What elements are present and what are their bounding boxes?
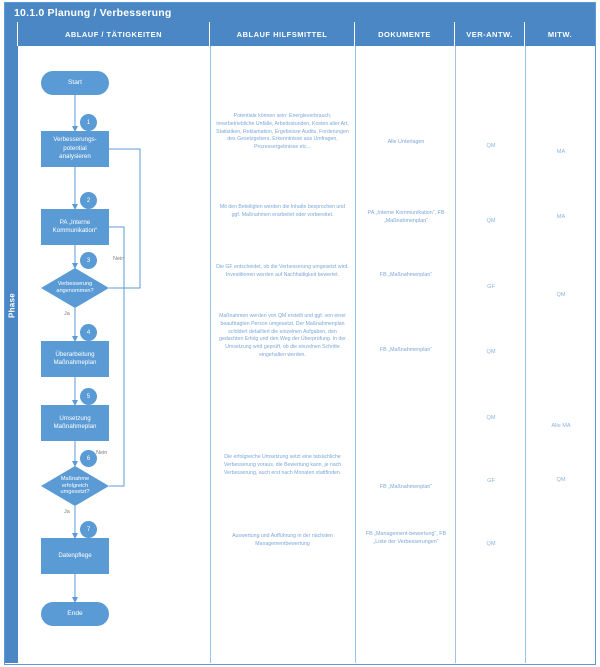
dokumente-row-3: FB „Maßnahmenplan“ xyxy=(379,272,433,278)
flow-connectors xyxy=(72,95,141,603)
page-title: 10.1.0 Planung / Verbesserung xyxy=(5,3,595,22)
flow-node-verbesserungspotential-analysieren: Verbesserungs- potential analysieren xyxy=(41,131,109,167)
hilfsmittel-row-4: Maßnahmen werden von QM erstellt und ggf… xyxy=(219,313,346,358)
step-badge-1: 1 xyxy=(80,114,97,131)
mitw-row-2: MA xyxy=(556,214,566,220)
column-divider-1 xyxy=(210,46,211,663)
dokumente-row-6: FB „Maßnahmenplan“ xyxy=(379,484,433,490)
dokumente-row-2: PA „Interne Kommunikation“, FB „Maßnahme… xyxy=(367,210,445,225)
flow-node-ende: Ende xyxy=(41,602,109,626)
header-verantw: VER-ANTW. xyxy=(455,22,525,46)
dokumente-row-1: Alle Unterlagen xyxy=(387,139,425,145)
column-divider-3 xyxy=(455,46,456,663)
column-header-row: ABLAUF / TÄTIGKEITEN ABLAUF HILFSMITTEL … xyxy=(5,22,595,46)
mitw-row-3: QM xyxy=(556,292,566,298)
flow-node-massnahme-erfolgreich-umgesetzt: Maßnahme erfolgreich umgesetzt? xyxy=(41,466,109,506)
phase-label: Phase xyxy=(7,292,17,319)
verantw-row-1: QM xyxy=(486,143,496,149)
hilfsmittel-row-3: Die GF entscheidet, ob die Verbesserung … xyxy=(216,264,349,278)
mitw-row-5: Alle MA xyxy=(551,423,571,429)
column-divider-4 xyxy=(525,46,526,663)
dokumente-row-7: FB „Management-bewertung“, FB „Liste der… xyxy=(365,531,447,546)
hilfsmittel-row-2: Mit den Beteiligten werden die Inhalte b… xyxy=(219,204,346,218)
decision-label-6: Maßnahme erfolgreich umgesetzt? xyxy=(60,475,90,496)
step-badge-6: 6 xyxy=(80,450,97,467)
step-badge-4: 4 xyxy=(80,324,97,341)
step-badge-3: 3 xyxy=(80,252,97,269)
verantw-row-6: GF xyxy=(487,478,495,484)
header-dokumente: DOKUMENTE xyxy=(355,22,455,46)
mitw-row-6: QM xyxy=(556,477,566,483)
verantw-row-5: QM xyxy=(486,415,496,421)
column-divider-2 xyxy=(355,46,356,663)
step-badge-2: 2 xyxy=(80,192,97,209)
flow-node-start: Start xyxy=(41,71,109,95)
hilfsmittel-row-1: Potentiale können sein: Energieverbrauch… xyxy=(216,113,349,151)
phase-strip: Phase xyxy=(5,46,18,663)
header-ablauf: ABLAUF / TÄTIGKEITEN xyxy=(18,22,210,46)
header-phase-spacer xyxy=(5,22,18,46)
hilfsmittel-row-6: Die erfolgreiche Umsetzung setzt eine ta… xyxy=(223,454,342,476)
verantw-row-4: QM xyxy=(486,349,496,355)
edge-label-ja-upper: Ja xyxy=(64,311,70,317)
decision-label-3: Verbesserung angenommen? xyxy=(56,281,94,294)
flow-node-datenpflege: Datenpflege xyxy=(41,538,109,574)
step-badge-7: 7 xyxy=(80,521,97,538)
diagram-body: Start 1 Verbesserungs- potential analysi… xyxy=(18,46,595,663)
flow-node-verbesserung-angenommen: Verbesserung angenommen? xyxy=(41,268,109,308)
verantw-row-7: QM xyxy=(486,541,496,547)
edge-label-ja-lower: Ja xyxy=(64,509,70,515)
header-hilfsmittel: ABLAUF HILFSMITTEL xyxy=(210,22,355,46)
verantw-row-3: GF xyxy=(487,284,495,290)
mitw-row-1: MA xyxy=(556,149,566,155)
header-mitw: MITW. xyxy=(547,29,573,39)
flow-column: Start 1 Verbesserungs- potential analysi… xyxy=(18,46,210,663)
hilfsmittel-row-7: Auswertung und Aufführung in der nächste… xyxy=(232,533,333,547)
verantw-row-2: QM xyxy=(486,218,496,224)
step-badge-5: 5 xyxy=(80,388,97,405)
flow-node-pa-interne-kommunikation: PA „Interne Kommunikation“ xyxy=(41,209,109,245)
flow-node-ueberarbeitung-massnahmeplan: Überarbeitung Maßnahmeplan xyxy=(41,341,109,377)
edge-label-nein-lower: Nein xyxy=(96,450,108,456)
dokumente-row-4: FB „Maßnahmenplan“ xyxy=(379,347,433,353)
edge-label-nein-upper: Nein xyxy=(113,256,125,262)
flow-node-umsetzung-massnahmeplan: Umsetzung Maßnahmeplan xyxy=(41,405,109,441)
